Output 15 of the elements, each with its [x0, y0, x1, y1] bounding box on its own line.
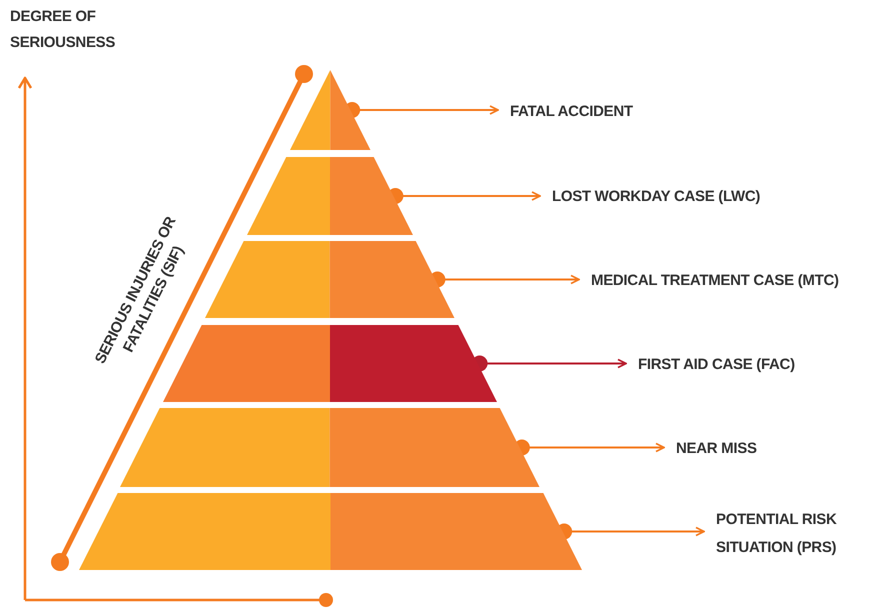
level-label: NEAR MISS [676, 435, 876, 463]
pyramid-tier [120, 408, 540, 487]
level-label: FATAL ACCIDENT [510, 98, 770, 126]
pyramid-tier [78, 493, 582, 570]
arrow [514, 440, 665, 456]
level-label: FIRST AID CASE (FAC) [638, 351, 878, 379]
arrow [472, 356, 627, 372]
pyramid-tier [290, 70, 370, 150]
level-label: LOST WORKDAY CASE (LWC) [552, 183, 812, 211]
level-label: MEDICAL TREATMENT CASE (MTC) [591, 267, 871, 295]
level-label: POTENTIAL RISK SITUATION (PRS) [716, 506, 876, 562]
pyramid-tier [247, 157, 413, 235]
arrow [429, 272, 580, 288]
axis-title: DEGREE OF SERIOUSNESS [10, 7, 116, 53]
pyramid-tier [205, 241, 455, 318]
